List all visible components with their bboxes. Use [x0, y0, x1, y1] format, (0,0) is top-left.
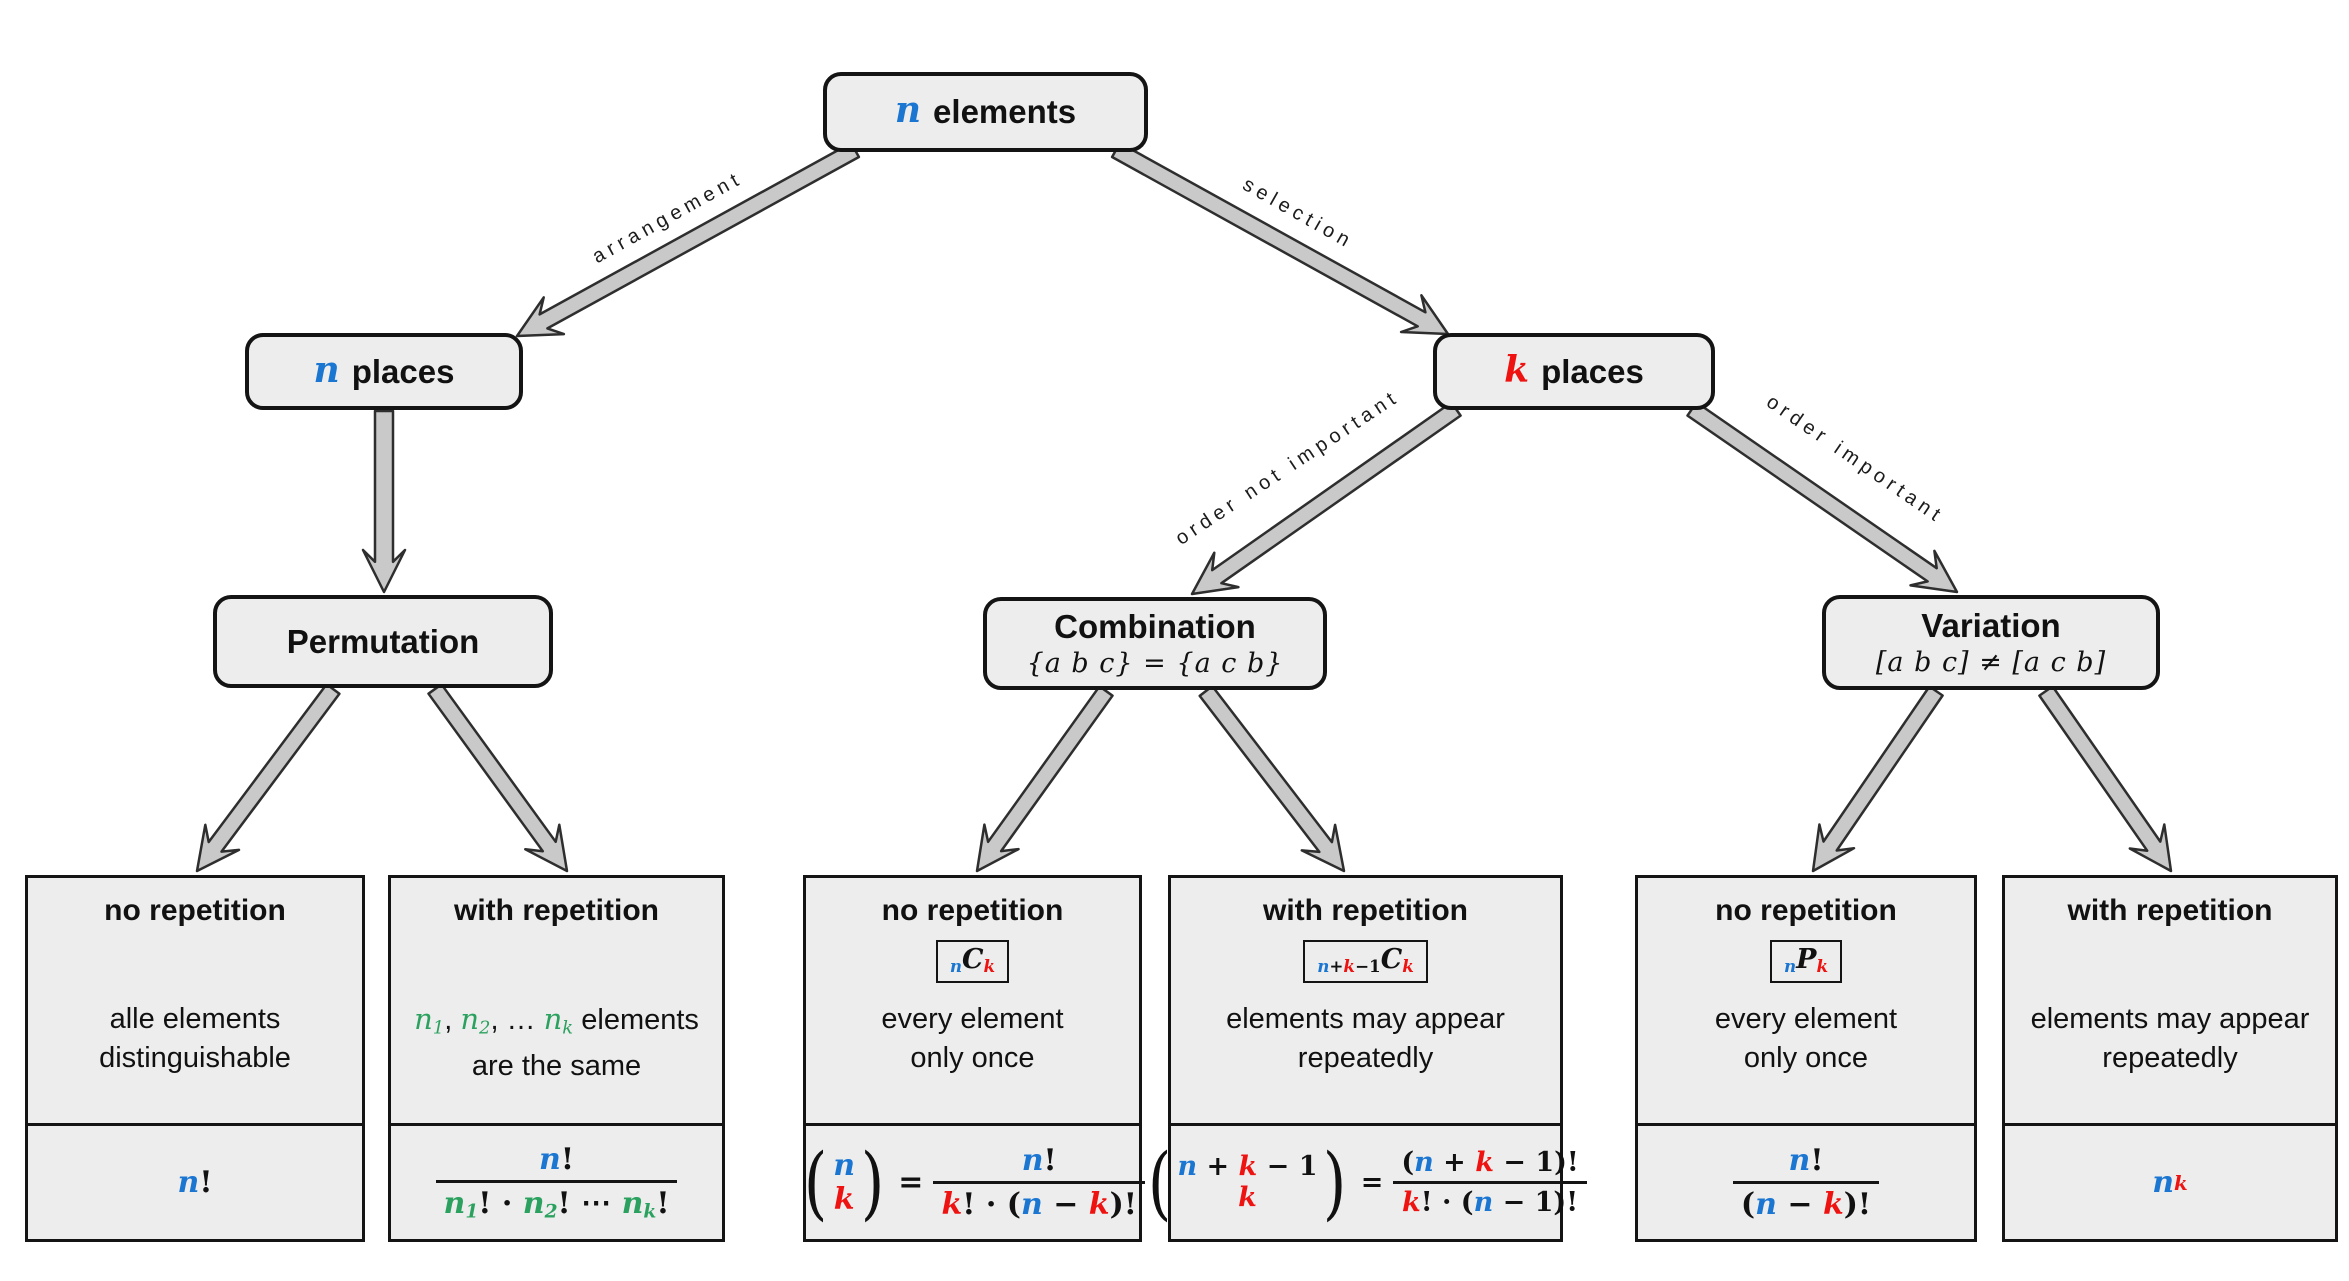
badge-nPk: nPk	[1638, 940, 1974, 983]
formula-binomial: ( nk )! ) = n! k! · (n − k)!	[804, 1123, 1145, 1239]
node-n-elements: n elements	[823, 72, 1148, 152]
card-body: every element only once	[881, 1003, 1064, 1074]
arrow	[1198, 684, 1346, 873]
node-permutation-title: Permutation	[286, 622, 480, 660]
arrow	[427, 683, 569, 873]
node-k-places: k places	[1433, 333, 1715, 410]
node-n-places-label: places	[351, 352, 455, 390]
node-permutation: Permutation	[213, 595, 553, 688]
node-k-places-label: places	[1541, 352, 1644, 390]
arrow	[1110, 141, 1450, 336]
var-n: n	[894, 89, 922, 131]
node-variation-subtitle: [a b c] ≠ [a c b]	[1875, 646, 2107, 678]
node-combination: Combination {a b c} = {a c b}	[983, 597, 1327, 690]
arrow	[515, 141, 861, 338]
var-k: k	[1504, 348, 1530, 391]
arrow	[2038, 685, 2173, 873]
card-body: every element only once	[1714, 1003, 1898, 1074]
formula-n-factorial: n!	[28, 1123, 362, 1239]
card-title: no repetition	[104, 894, 286, 927]
badge-n-plus-k-minus-1-Ck: n+k−1Ck	[1171, 940, 1560, 983]
card-title: with repetition	[454, 894, 659, 927]
badge-nCk: nCk	[806, 940, 1139, 983]
arrow	[1811, 685, 1944, 873]
var-n: n	[313, 348, 340, 391]
card-permutation-no-repetition: no repetition alle elements distinguisha…	[25, 875, 365, 1242]
card-combination-no-repetition: no repetition nCk every element only onc…	[803, 875, 1145, 1242]
card-body: elements may appear repeatedly	[2030, 1003, 2310, 1074]
node-combination-title: Combination	[1054, 608, 1256, 645]
card-variation-no-repetition: no repetition nPk every element only onc…	[1635, 875, 1977, 1242]
node-variation-title: Variation	[1921, 607, 2061, 644]
card-title: with repetition	[1263, 894, 1468, 927]
card-body: n1, n2, … nk elements are the same	[414, 1002, 699, 1083]
arrow	[1190, 401, 1462, 596]
card-combination-with-repetition: with repetition n+k−1Ck elements may app…	[1148, 875, 1587, 1242]
arrow	[1686, 401, 1959, 594]
card-title: no repetition	[881, 894, 1064, 927]
card-body: alle elements distinguishable	[99, 1003, 291, 1074]
arrow	[361, 409, 407, 594]
card-variation-with-repetition: with repetition elements may appear repe…	[2002, 875, 2338, 1242]
card-title: with repetition	[2067, 894, 2273, 927]
node-n-places: n places	[245, 333, 523, 410]
formula-falling-factorial: n! (n − k)!	[1638, 1123, 1974, 1239]
arrow	[975, 685, 1114, 873]
node-variation: Variation [a b c] ≠ [a c b]	[1822, 595, 2160, 690]
card-title: no repetition	[1715, 894, 1897, 927]
node-combination-subtitle: {a b c} = {a c b}	[1026, 647, 1284, 679]
formula-multinomial: n! n1! · n2! ⋯ nk!	[391, 1123, 722, 1239]
card-body: elements may appear repeatedly	[1226, 1003, 1505, 1074]
arrow	[195, 682, 341, 873]
node-n-elements-label: elements	[933, 93, 1077, 130]
card-permutation-with-repetition: with repetition n1, n2, … nk elements ar…	[388, 875, 725, 1242]
